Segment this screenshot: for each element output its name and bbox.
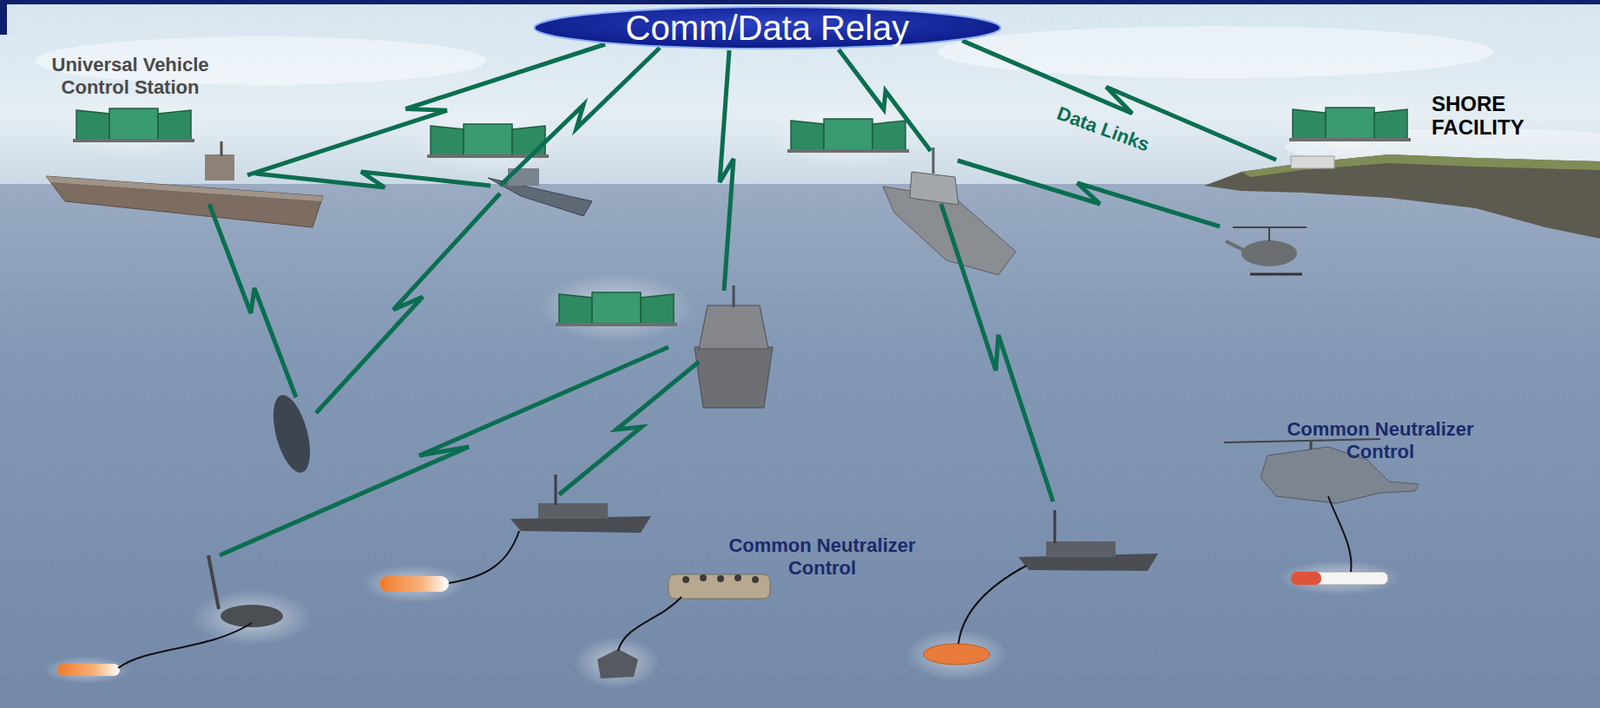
sensor-stalk — [208, 555, 219, 610]
shore-land — [1204, 154, 1600, 239]
ship-mast — [220, 141, 224, 157]
helicopter-tail — [1225, 241, 1244, 251]
rotor-mast — [1268, 227, 1271, 242]
glow — [190, 590, 313, 646]
control-station-icon — [1271, 88, 1429, 159]
neutralizer-vehicle — [597, 649, 639, 679]
amphibious-ship — [46, 176, 323, 228]
data-link — [255, 171, 491, 188]
node-text: SHORE FACILITY — [1431, 92, 1545, 139]
towed-body — [379, 576, 449, 593]
glow — [43, 656, 131, 685]
tether — [1328, 496, 1352, 573]
usv-cabin — [1046, 541, 1116, 558]
data-link — [219, 347, 669, 556]
sky — [0, 0, 1600, 191]
shore-building — [1290, 156, 1335, 169]
neutralizer-disk — [923, 644, 990, 666]
tether — [448, 531, 520, 584]
towed-neutralizer — [1290, 572, 1389, 586]
ship-island — [204, 154, 235, 181]
littoral-combat-ship — [694, 347, 773, 409]
crew — [699, 574, 707, 582]
crew — [717, 575, 725, 583]
neutralizer-label: Common Neutralizer Control — [704, 534, 940, 580]
data-link — [719, 50, 734, 291]
node-text: Universal Vehicle Control Station — [37, 53, 224, 99]
neutralizer-nose — [1290, 572, 1322, 586]
data-link — [247, 44, 606, 176]
neutralizer-label: Common Neutralizer Control — [1263, 418, 1498, 464]
shore-grass — [1241, 154, 1600, 178]
rotor-mast — [1310, 441, 1313, 450]
inflatable-boat — [668, 574, 771, 600]
top-bar — [0, 0, 1600, 5]
data-link — [838, 49, 931, 152]
relay-ellipse-shape — [533, 6, 1001, 49]
glow — [362, 565, 467, 604]
tether — [618, 597, 682, 652]
crew — [734, 574, 742, 582]
usv-mast — [1053, 510, 1057, 544]
usv-mast — [554, 474, 558, 506]
data-link — [961, 40, 1277, 160]
data-link — [209, 204, 297, 398]
top-bar-corner — [0, 0, 7, 35]
link-label: Data Links — [1053, 102, 1153, 157]
tether — [118, 623, 252, 669]
flight-deck — [46, 176, 323, 202]
data-link — [957, 160, 1220, 227]
usv-cabin — [538, 503, 608, 520]
relay-ellipse: Comm/Data Relay — [529, 5, 1006, 51]
control-station-icon — [55, 89, 212, 159]
lcs-mast — [932, 147, 935, 174]
glow — [1278, 560, 1401, 596]
lcs-superstructure — [698, 305, 769, 349]
skid — [1250, 273, 1303, 277]
lcs-superstructure — [909, 171, 959, 205]
unmanned-helicopter — [1241, 240, 1298, 267]
shore-facility-label: SHORE FACILITY — [1276, 86, 1566, 174]
node-text: Comm/Data Relay — [625, 8, 910, 47]
sea — [0, 184, 1600, 708]
data-link — [941, 204, 1054, 502]
control-station-icon — [770, 99, 927, 170]
lcs-mast — [732, 285, 736, 308]
crew — [682, 576, 690, 584]
small-neutralizer — [57, 664, 120, 677]
unmanned-vessel — [266, 391, 318, 477]
glow — [572, 637, 660, 690]
control-station-icon — [538, 273, 695, 343]
data-link — [559, 362, 699, 495]
cloud — [937, 26, 1494, 79]
glow — [904, 629, 1009, 682]
crew — [751, 576, 759, 584]
control-station-label: Universal Vehicle Control Station — [13, 53, 248, 213]
data-link — [316, 193, 501, 414]
tether — [958, 566, 1027, 645]
